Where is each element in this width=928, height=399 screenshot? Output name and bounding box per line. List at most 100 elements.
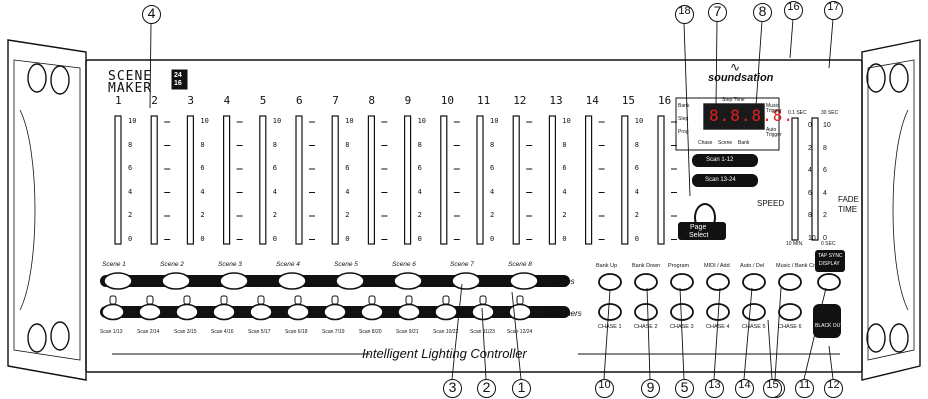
scene-label-8: Scene 8: [508, 261, 532, 268]
fader-track-3[interactable]: [186, 115, 194, 245]
fader-scale-11-2: 2: [490, 211, 495, 219]
callout-line-5: [679, 287, 685, 380]
fader-track-13[interactable]: [548, 115, 557, 245]
fader-scale-1-6: 6: [128, 164, 133, 172]
scanner-label-10: Scan 10/22: [433, 329, 459, 335]
scanner-button-11[interactable]: [471, 303, 495, 321]
scanner-button-9[interactable]: [397, 303, 421, 321]
callout-circle-18: [675, 5, 694, 24]
scene-button-1[interactable]: [103, 272, 133, 290]
fader-track-11[interactable]: [476, 115, 484, 245]
chase-label-2: CHASE 2: [634, 324, 658, 330]
blackout-button[interactable]: [813, 304, 841, 338]
fader-track-14[interactable]: [584, 115, 593, 245]
callout-circle-5: [675, 379, 694, 398]
right-handle-screw-top: [866, 63, 886, 93]
callout-line-13: [713, 287, 721, 380]
scanner-button-8[interactable]: [360, 303, 384, 321]
chase-label-5: CHASE 5: [742, 324, 766, 330]
fade-label-line2: TIME: [838, 205, 858, 214]
fader-scale-15-2: 2: [634, 211, 640, 219]
control-button-top-1[interactable]: [598, 273, 622, 291]
control-button-top-4[interactable]: [706, 273, 730, 291]
tap-sync-button[interactable]: [817, 273, 841, 291]
fader-scale-3-8: 8: [200, 140, 205, 149]
fade-scale-mark-0: 0: [823, 234, 827, 242]
fade-scale-mark-4: 4: [823, 189, 827, 197]
scenes-row-label: Scenes: [548, 277, 575, 286]
speed-fader-slot[interactable]: [791, 117, 799, 241]
fader-scale-7-8: 8: [345, 140, 350, 149]
fader-track-7[interactable]: [331, 115, 339, 245]
fader-track-16[interactable]: [657, 115, 665, 245]
chase-button-2[interactable]: [634, 303, 658, 321]
fader-track-12[interactable]: [512, 115, 520, 245]
fader-track-9[interactable]: [404, 115, 412, 245]
fader-scale-1-8: 8: [128, 140, 133, 149]
callout-circle-2: [477, 379, 496, 398]
scene-button-8[interactable]: [509, 272, 539, 290]
callout-line-6: [774, 287, 782, 380]
fader-scale-1-10: 10: [128, 117, 137, 125]
control-button-top-6[interactable]: [778, 273, 802, 291]
fader-scale-13-6: 6: [562, 164, 567, 172]
callout-circle-8: [753, 3, 772, 22]
display-panel: [675, 97, 780, 151]
fader-scale-5-10: 10: [272, 117, 282, 125]
scanner-button-7[interactable]: [323, 303, 347, 321]
scene-button-4[interactable]: [277, 272, 307, 290]
control-label-top-6: Music / Bank Copy: [776, 263, 822, 269]
display-label-auto-trigger: Auto Trigger: [766, 127, 782, 138]
chase-button-6[interactable]: [778, 303, 802, 321]
fade-fader-slot[interactable]: [811, 117, 819, 241]
speed-bottom-label: 10 MIN.: [786, 241, 804, 247]
callout-circle-17: [824, 1, 843, 20]
fader-track-5[interactable]: [259, 115, 267, 245]
display-label-music-trigger: Music Trigger: [766, 103, 782, 114]
scanner-button-12[interactable]: [508, 303, 532, 321]
chase-button-5[interactable]: [742, 303, 766, 321]
fader-track-6[interactable]: [295, 115, 303, 245]
speed-scale-mark-4: 4: [808, 167, 812, 174]
tap-sync-label-line1: TAP SYNC: [818, 253, 843, 259]
scanner-button-2[interactable]: [138, 303, 162, 321]
channel-number-10: 10: [440, 94, 455, 107]
fader-track-2[interactable]: [150, 115, 158, 245]
fader-track-15[interactable]: [621, 115, 629, 245]
scene-label-4: Scene 4: [276, 261, 300, 268]
scene-label-3: Scene 3: [218, 261, 242, 268]
scene-button-6[interactable]: [393, 272, 423, 290]
fader-track-8[interactable]: [367, 115, 375, 245]
fader-track-4[interactable]: [223, 115, 231, 245]
fader-scale-7-6: 6: [345, 164, 350, 172]
scene-button-3[interactable]: [219, 272, 249, 290]
scanner-led-3: [183, 295, 191, 305]
control-button-top-5[interactable]: [742, 273, 766, 291]
fader-scale-1-0: 0: [128, 234, 133, 243]
scanner-label-12: Scan 12/24: [507, 329, 533, 335]
callout-number-13: 13: [708, 379, 721, 391]
chase-button-1[interactable]: [598, 303, 622, 321]
scene-button-2[interactable]: [161, 272, 191, 290]
scanner-button-1[interactable]: [101, 303, 125, 321]
channel-number-4: 4: [223, 94, 231, 107]
fader-track-10[interactable]: [440, 115, 448, 245]
control-button-top-3[interactable]: [670, 273, 694, 291]
control-button-top-2[interactable]: [634, 273, 658, 291]
scene-button-5[interactable]: [335, 272, 365, 290]
scan-13-24-label: Scan 13-24: [705, 177, 736, 183]
scanner-button-10[interactable]: [434, 303, 458, 321]
callout-circle-12: [824, 379, 843, 398]
callout-leader-lines: [149, 18, 834, 380]
chase-button-3[interactable]: [670, 303, 694, 321]
scanner-button-5[interactable]: [249, 303, 273, 321]
speed-scale-mark-6: 6: [808, 189, 812, 197]
callout-number-3: 3: [448, 379, 457, 395]
scanner-button-4[interactable]: [212, 303, 236, 321]
fader-scale-13-4: 4: [562, 187, 567, 196]
scanner-button-6[interactable]: [286, 303, 310, 321]
scanner-button-3[interactable]: [175, 303, 199, 321]
callout-number-1: 1: [517, 379, 526, 395]
scene-button-7[interactable]: [451, 272, 481, 290]
fader-track-1[interactable]: [114, 115, 122, 245]
